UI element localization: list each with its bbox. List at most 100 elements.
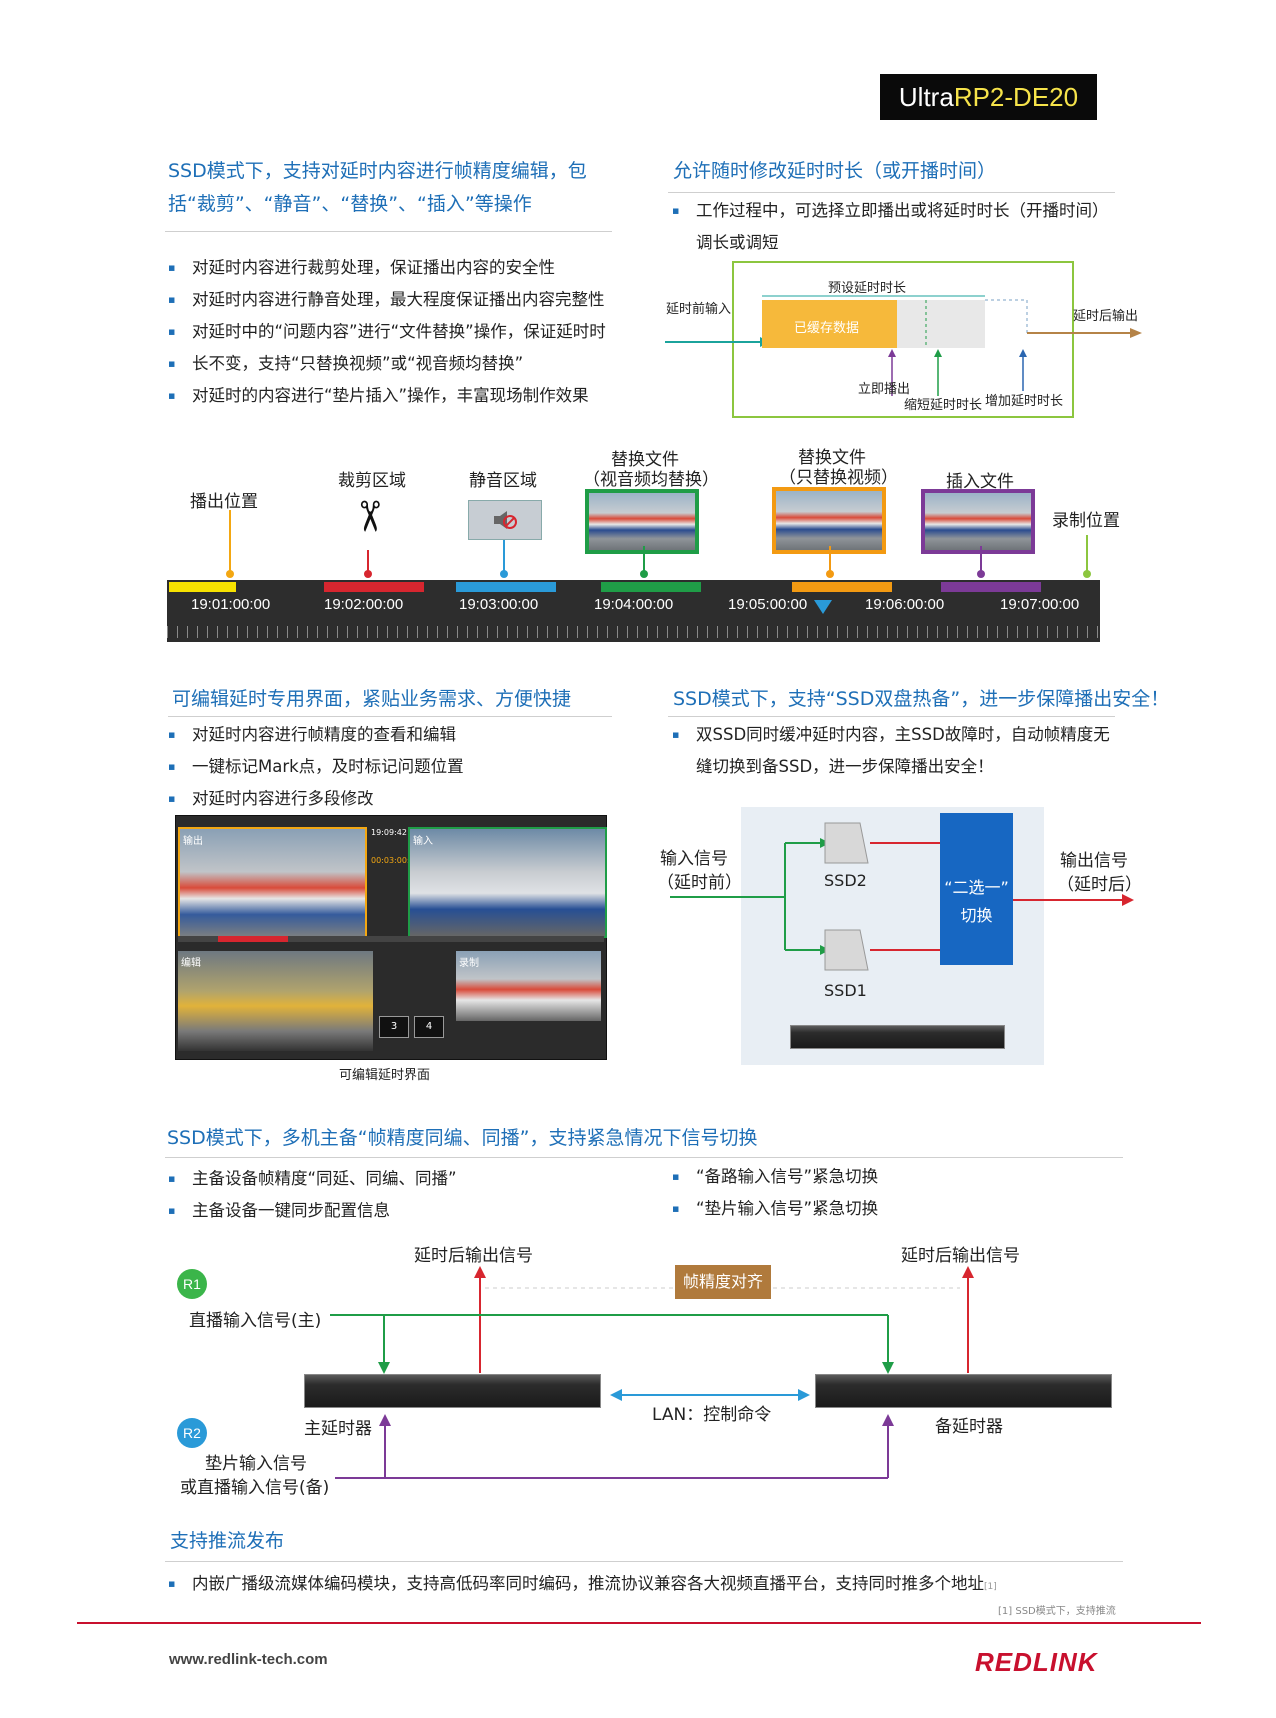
footnote-ref: [1] xyxy=(984,1582,997,1592)
output-signal-sublabel: （延时后） xyxy=(1057,875,1142,895)
redlink-logo: REDLINK xyxy=(975,1647,1098,1677)
section6-list: 内嵌广播级流媒体编码模块，支持高低码率同时编码，推流协议兼容各大视频直播平台，支… xyxy=(168,1568,1128,1603)
list-item: 对延时内容进行静音处理，最大程度保证播出内容完整性 xyxy=(168,284,618,316)
list-item: 对延时中的“问题内容”进行“文件替换”操作，保证延时时 xyxy=(168,316,618,348)
delay-output-label: 延时后输出 xyxy=(1073,309,1139,324)
ui-time: 19:09:42 xyxy=(371,828,407,837)
pad-input-label: 垫片输入信号 xyxy=(205,1454,307,1474)
insert-file-thumbnail xyxy=(921,489,1035,554)
delay-diagram-frame xyxy=(732,261,1074,418)
divider xyxy=(165,1561,1123,1562)
footer-rule xyxy=(77,1622,1201,1624)
live-input-label: 直播输入信号(主) xyxy=(189,1311,322,1331)
section2-list: 工作过程中，可选择立即播出或将延时时长（开播时间） xyxy=(672,195,1132,227)
section4-list: 双SSD同时缓冲延时内容，主SSD故障时，自动帧精度无 xyxy=(672,719,1132,751)
mute-icon xyxy=(468,500,542,540)
list-item-continuation: 调长或调短 xyxy=(696,233,779,252)
output-signal-label: 输出信号 xyxy=(1060,851,1128,871)
timeline-connectors xyxy=(226,510,1091,578)
delay-input-label: 延时前输入 xyxy=(666,302,732,317)
section3-list: 对延时内容进行帧精度的查看和编辑 一键标记Mark点，及时标记问题位置 对延时内… xyxy=(168,719,618,815)
time-label: 19:07:00:00 xyxy=(1000,596,1080,613)
main-delay-label: 主延时器 xyxy=(304,1419,372,1439)
replace-av-segment xyxy=(601,582,701,592)
list-item: “备路输入信号”紧急切换 xyxy=(672,1161,1122,1193)
ui-caption: 可编辑延时界面 xyxy=(339,1068,431,1083)
section4-title: SSD模式下，支持“SSD双盘热备”，进一步保障播出安全！ xyxy=(673,688,1170,710)
switch-line1: “二选一” xyxy=(944,878,1009,897)
ssd1-label: SSD1 xyxy=(824,981,867,1000)
cached-data-label: 已缓存数据 xyxy=(794,321,860,336)
main-delay-device xyxy=(304,1374,601,1408)
cut-region-label: 裁剪区域 xyxy=(338,471,406,491)
section2-title: 允许随时修改延时时长（或开播时间） xyxy=(673,160,997,182)
section1-title: SSD模式下，支持对延时内容进行帧精度编辑，包 括“裁剪”、“静音”、“替换”、… xyxy=(168,155,587,221)
list-item-continuation: 缝切换到备SSD，进一步保障播出安全！ xyxy=(696,757,994,776)
list-item-continuation: 长不变，支持“只替换视频”或“视音频均替换” xyxy=(168,348,618,380)
time-label: 19:06:00:00 xyxy=(865,596,945,613)
list-item: 主备设备一键同步配置信息 xyxy=(168,1195,618,1227)
divider xyxy=(668,192,1115,193)
section5-right-list: “备路输入信号”紧急切换 “垫片输入信号”紧急切换 xyxy=(672,1161,1122,1225)
ssd2-label: SSD2 xyxy=(824,871,867,890)
switch-line2: 切换 xyxy=(960,906,993,925)
section6-title: 支持推流发布 xyxy=(170,1530,285,1552)
model-badge: UltraRP2-DE20 xyxy=(880,74,1097,120)
lan-label: LAN：控制命令 xyxy=(652,1405,772,1425)
divider xyxy=(165,231,612,232)
list-item: 对延时的内容进行“垫片插入”操作，丰富现场制作效果 xyxy=(168,380,618,412)
input-signal-sublabel: （延时前） xyxy=(657,873,742,893)
input-label: 输入 xyxy=(413,836,433,847)
redundancy-diagram xyxy=(330,1266,974,1479)
replace-av-thumbnail xyxy=(585,489,699,554)
mark-count-4[interactable]: 4 xyxy=(414,1016,444,1038)
backup-delay-device xyxy=(815,1374,1112,1408)
cut-segment xyxy=(324,582,424,592)
time-label: 19:02:00:00 xyxy=(324,596,404,613)
list-item: 主备设备帧精度“同延、同编、同播” xyxy=(168,1163,618,1195)
play-now-label: 立即播出 xyxy=(858,382,911,397)
divider xyxy=(165,1157,1123,1158)
list-item: “垫片输入信号”紧急切换 xyxy=(672,1193,1122,1225)
model-prefix: Ultra xyxy=(898,82,954,112)
output-left-label: 延时后输出信号 xyxy=(414,1246,533,1266)
output-preview: 输出 xyxy=(178,827,367,938)
delay-diagram xyxy=(665,295,1142,396)
section1-title-line1: SSD模式下，支持对延时内容进行帧精度编辑，包 xyxy=(168,160,587,182)
time-label: 19:05:00:00 xyxy=(728,596,808,613)
section3-title: 可编辑延时专用界面，紧贴业务需求、方便快捷 xyxy=(172,688,572,710)
edit-timeline[interactable] xyxy=(178,936,604,942)
record-label: 录制 xyxy=(459,958,479,969)
output-right-label: 延时后输出信号 xyxy=(901,1246,1020,1266)
divider xyxy=(168,716,612,717)
list-item: 双SSD同时缓冲延时内容，主SSD故障时，自动帧精度无 xyxy=(672,719,1132,751)
divider xyxy=(668,716,1115,717)
section5-left-list: 主备设备帧精度“同延、同编、同播” 主备设备一键同步配置信息 xyxy=(168,1163,618,1227)
section1-list: 对延时内容进行裁剪处理，保证播出内容的安全性 对延时内容进行静音处理，最大程度保… xyxy=(168,252,618,412)
replace-av-label: 替换文件 xyxy=(611,450,679,470)
backup-delay-label: 备延时器 xyxy=(935,1417,1003,1437)
timeline-ruler[interactable]: 19:01:00:00 19:02:00:00 19:03:00:00 19:0… xyxy=(167,580,1100,642)
replace-av-sublabel: （视音频均替换） xyxy=(583,470,719,490)
r2-badge: R2 xyxy=(177,1418,207,1448)
extend-delay-label: 增加延时时长 xyxy=(985,394,1064,409)
insert-segment xyxy=(941,582,1041,592)
playhead-marker[interactable] xyxy=(814,600,832,614)
footer-url[interactable]: www.redlink-tech.com xyxy=(169,1651,328,1668)
preset-delay-label: 预设延时时长 xyxy=(828,281,907,296)
play-position-label: 播出位置 xyxy=(190,492,258,512)
replace-video-segment xyxy=(792,582,892,592)
replace-video-label: 替换文件 xyxy=(798,448,866,468)
list-item-text: 内嵌广播级流媒体编码模块，支持高低码率同时编码，推流协议兼容各大视频直播平台，支… xyxy=(192,1574,984,1593)
list-item-text: 长不变，支持“只替换视频”或“视音频均替换” xyxy=(192,354,524,373)
list-item: 一键标记Mark点，及时标记问题位置 xyxy=(168,751,618,783)
ruler-ticks xyxy=(167,626,1100,638)
insert-file-label: 插入文件 xyxy=(946,472,1014,492)
mark-count-3[interactable]: 3 xyxy=(379,1016,409,1038)
r1-badge: R1 xyxy=(177,1269,207,1299)
model-suffix: RP2-DE20 xyxy=(953,82,1079,112)
output-label: 输出 xyxy=(183,836,203,847)
ssd-diagram xyxy=(670,813,1134,971)
replace-video-thumbnail xyxy=(772,487,886,554)
mute-region-label: 静音区域 xyxy=(469,471,537,491)
